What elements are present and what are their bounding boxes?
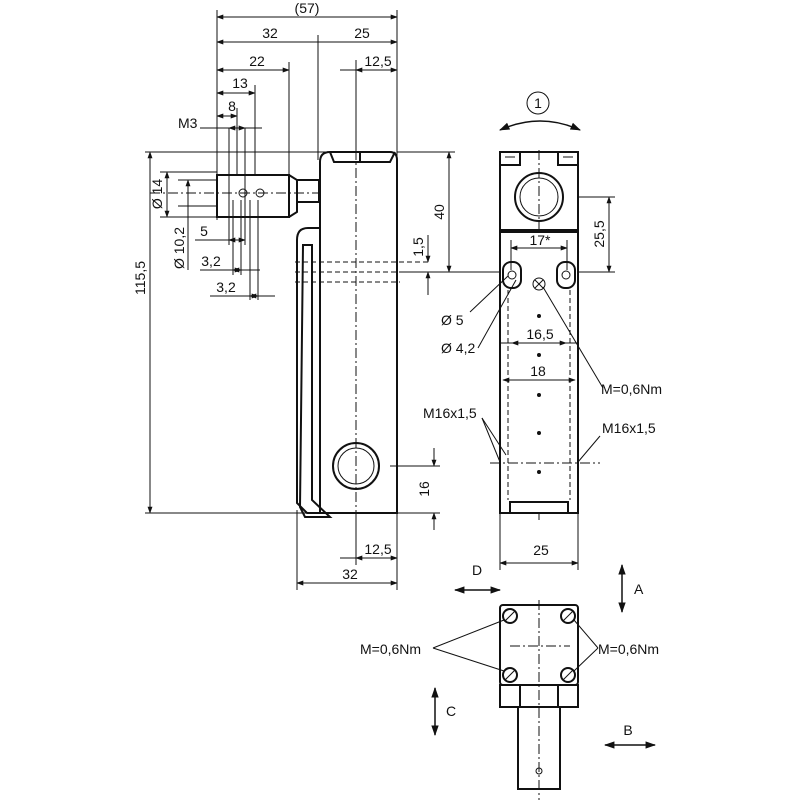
label-direction-c: C — [446, 703, 456, 719]
dim-height-115-5: 115,5 — [132, 261, 148, 295]
label-torque-right: M=0,6Nm — [598, 641, 659, 657]
dim-height-16: 16 — [416, 481, 432, 497]
side-view: (57) 32 25 12,5 22 13 8 M3 — [132, 0, 500, 590]
label-m16-left: M16x1,5 — [423, 405, 477, 421]
label-m16-right: M16x1,5 — [602, 420, 656, 436]
label-direction-b: B — [623, 722, 632, 738]
label-torque-front: M=0,6Nm — [601, 381, 662, 397]
dim-5: 5 — [200, 223, 208, 239]
dim-dia-10-2: Ø 10,2 — [171, 227, 187, 269]
dim-25-5: 25,5 — [591, 220, 607, 247]
dim-overall-width: (57) — [295, 0, 320, 16]
screw-bottom-right — [560, 667, 576, 683]
dim-width-13: 13 — [232, 75, 248, 91]
screw-top-right — [560, 608, 576, 624]
front-view: 1 25,5 17* — [423, 91, 662, 570]
dim-3-2-b: 3,2 — [216, 279, 236, 295]
dim-width-32-bottom: 32 — [342, 566, 358, 582]
dim-width-22: 22 — [249, 53, 265, 69]
dim-dia-5: Ø 5 — [441, 312, 464, 328]
dim-height-40: 40 — [431, 204, 447, 220]
label-direction-d: D — [472, 562, 482, 578]
screw-top-left — [502, 608, 518, 624]
dim-width-12-5-bottom: 12,5 — [364, 541, 391, 557]
label-direction-a: A — [634, 581, 644, 597]
dim-17: 17* — [529, 232, 551, 248]
dim-width-25-top: 25 — [354, 25, 370, 41]
label-torque-left: M=0,6Nm — [360, 641, 421, 657]
dim-thread-m3: M3 — [178, 115, 198, 131]
dim-dia-14: Ø 14 — [149, 179, 165, 210]
dim-3-2-a: 3,2 — [201, 253, 221, 269]
screw-bottom-left — [502, 667, 518, 683]
dim-width-8: 8 — [228, 98, 236, 114]
dim-18: 18 — [530, 363, 546, 379]
dim-16-5: 16,5 — [526, 326, 553, 342]
rotation-marker-1: 1 — [534, 95, 542, 111]
dim-dia-4-2: Ø 4,2 — [441, 340, 475, 356]
dim-1-5: 1,5 — [410, 237, 426, 257]
dim-width-32-top: 32 — [262, 25, 278, 41]
dim-width-12-5-top: 12,5 — [364, 53, 391, 69]
dim-width-25-front: 25 — [533, 542, 549, 558]
end-view: D A C B M= — [360, 562, 659, 800]
